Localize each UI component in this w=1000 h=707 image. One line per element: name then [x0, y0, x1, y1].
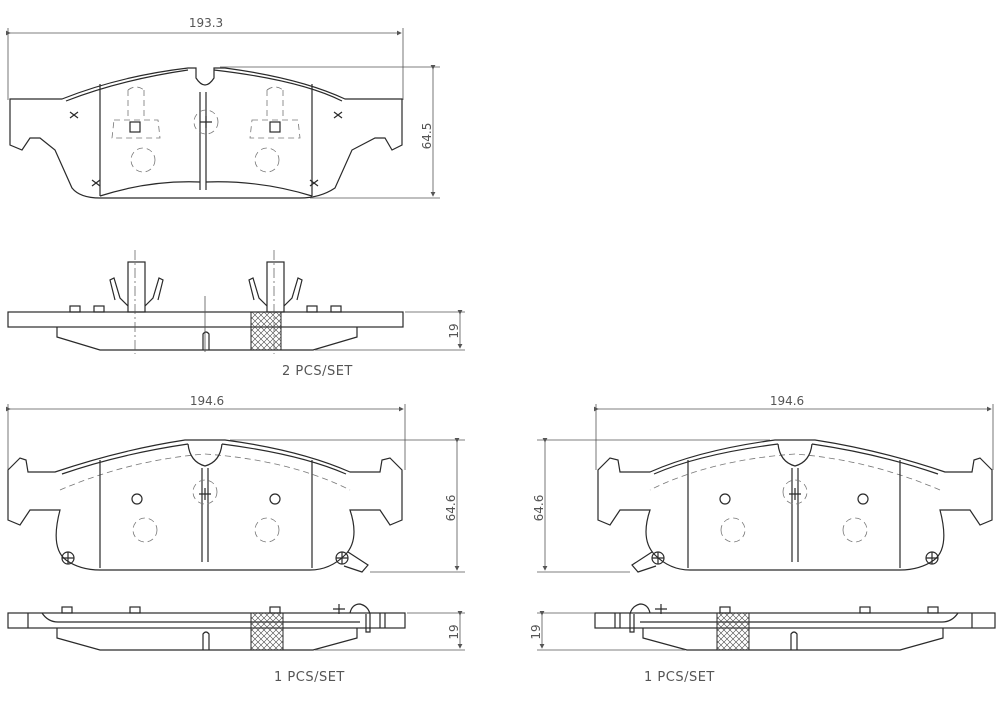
pad-top-height-label: 64.5 — [420, 123, 434, 150]
pad-bottom-left-height-label: 64.6 — [444, 495, 458, 522]
pad-bottom-right-quantity-label: 1 PCS/SET — [644, 670, 715, 685]
clip-outline-right — [249, 86, 301, 173]
pad-bottom-right-thickness-label: 19 — [529, 624, 543, 639]
pad-bottom-left-quantity-label: 1 PCS/SET — [274, 670, 345, 685]
spring-clip-left — [109, 250, 164, 354]
pad-top-thickness-label: 19 — [447, 323, 461, 338]
pad-top-front-view: 193.3 64.5 — [6, 16, 440, 199]
pad-bottom-right-height-label: 64.6 — [532, 495, 546, 522]
pad-bottom-right-front-view: 194.6 64.6 — [532, 394, 994, 573]
clip-outline-left — [111, 86, 161, 173]
pad-bottom-right-side-view: 19 1 PCS/SET — [529, 603, 996, 685]
pad-top-side-view: 19 2 PCS/SET — [7, 250, 465, 379]
spring-clip-right — [248, 250, 303, 354]
pad-bottom-left-front-view: 194.6 64.6 — [6, 394, 465, 573]
pad-bottom-left-thickness-label: 19 — [447, 624, 461, 639]
pad-top-quantity-label: 2 PCS/SET — [282, 364, 353, 379]
pad-top-width-label: 193.3 — [189, 16, 223, 30]
pad-bottom-left-width-label: 194.6 — [190, 394, 224, 408]
pad-bottom-right-width-label: 194.6 — [770, 394, 804, 408]
pad-bottom-left-side-view: 19 1 PCS/SET — [7, 603, 465, 685]
